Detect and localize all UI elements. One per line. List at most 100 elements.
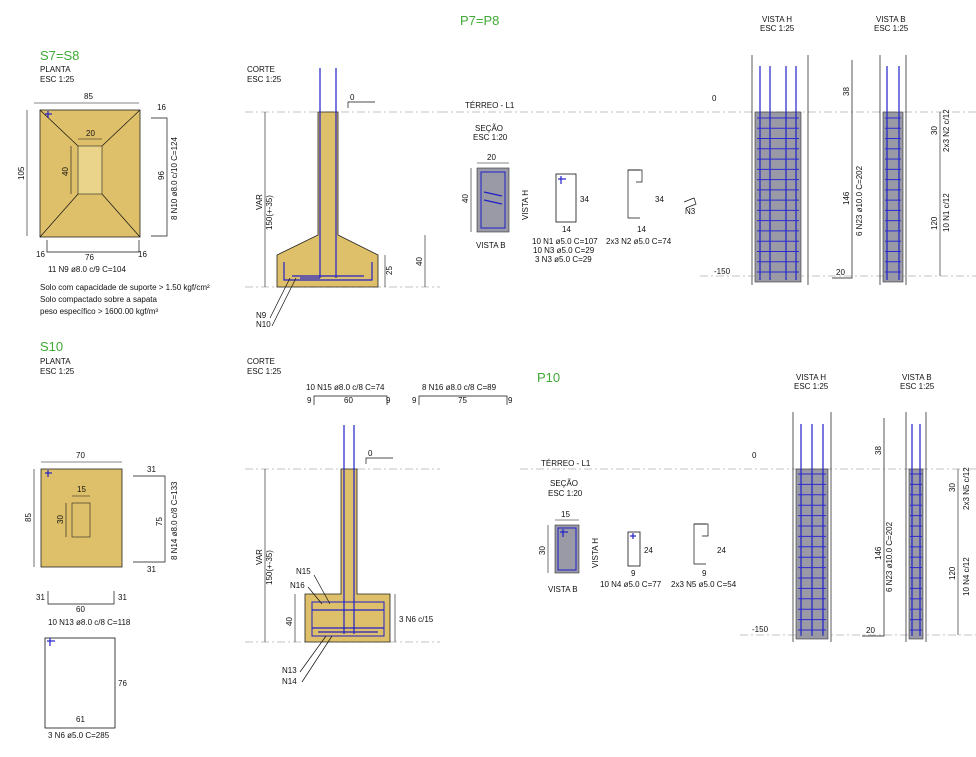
s10-dim-31a: 31 [147,465,156,474]
bar-n10-shape [151,117,168,237]
stir-list-1: 10 N1 ø5.0 C=107 [532,237,598,246]
s10-corte-label: CORTE [247,357,275,366]
p10-sec-15: 15 [561,510,570,519]
dim-16-a: 16 [157,103,166,112]
p10-stir-9b: 9 [702,569,707,578]
s10-footing-plan [40,468,123,568]
n15-label: N15 [296,567,311,576]
var-label: VAR [255,194,264,210]
s10-dim-61: 61 [76,715,85,724]
p10-stir-24a: 24 [644,546,653,555]
level-zero: 0 [350,93,355,102]
n16-top-label: 8 N16 ø8.0 c/8 C=89 [422,383,497,392]
terreo-label: TÉRREO - L1 [465,101,515,110]
n15-d9b: 9 [386,396,391,405]
n15-d9a: 9 [307,396,312,405]
n15-shape [313,395,388,405]
dim-96: 96 [157,171,166,180]
n15-top-label: 10 N15 ø8.0 c/8 C=74 [306,383,385,392]
vb-dim-146: 146 [842,191,851,205]
n16-d9c: 9 [412,396,417,405]
corte-scale: ESC 1:25 [247,75,282,84]
s10-dim-85: 85 [24,513,33,522]
p10-vista-b-side: VISTA B [548,585,578,594]
p10-pillar-vista-h [795,424,829,640]
p10-secao-scale: ESC 1:20 [548,489,583,498]
n16-label: N16 [290,581,305,590]
planta-label: PLANTA [40,65,71,74]
s10-footing-section [304,425,391,643]
leader-n16 [307,586,323,605]
dim-20: 20 [86,129,95,138]
stir-list-2: 10 N3 ø5.0 C=29 [533,246,595,255]
p10-dim-146: 146 [874,546,883,560]
pillar-section [476,167,510,233]
p10-n23-bar-shape [862,418,885,637]
n5-side-label: 2x3 N5 c/12 [962,467,971,510]
vista-h-title: VISTA H [762,15,792,24]
dim-76: 76 [85,253,94,262]
bar-n6-label: 3 N6 ø5.0 C=285 [48,731,110,740]
bar-n14-label: 8 N14 ø8.0 c/8 C=133 [170,481,179,560]
s10-dim-76: 76 [118,679,127,688]
p10-dim-20: 20 [866,626,875,635]
vista-b-side: VISTA B [476,241,506,250]
n13-label: N13 [282,666,297,675]
leader-n15 [313,574,331,605]
secao-scale: ESC 1:20 [473,133,508,142]
n2-side-label: 2x3 N2 c/12 [942,109,951,152]
p10-stir-9a: 9 [631,569,636,578]
vista-b-scale: ESC 1:25 [874,24,909,33]
stir-n5-label: 2x3 N5 ø5.0 C=54 [671,580,737,589]
vista-b-title: VISTA B [876,15,906,24]
bar-n13-shape [47,591,115,605]
leader-n10 [271,277,297,327]
dim-25: 25 [385,266,394,275]
p10-dim-38: 38 [874,446,883,455]
footing-section [276,68,379,288]
stirrup-n3 [683,197,697,209]
p10-sec-30: 30 [538,546,547,555]
stirrup-n2-hook [628,169,643,183]
stir-14a: 14 [562,225,571,234]
bar-n10-label: 8 N10 ø8.0 c/10 C=124 [170,137,179,220]
n16-d75: 75 [458,396,467,405]
s10-title: S10 [40,339,63,354]
n16-shape [418,395,508,405]
soil-note-3: peso específico > 1600.00 kgf/m³ [40,307,158,316]
stirrup-n1 [555,173,577,223]
s10-var-label: VAR [255,549,264,565]
vb-dim-20: 20 [836,268,845,277]
n6-side-label: 3 N6 c/15 [399,615,434,624]
vb-dim-38: 38 [842,87,851,96]
dim-40b: 40 [415,257,424,266]
p10-pillar-section [554,524,580,574]
s10-dim-30: 30 [56,515,65,524]
stirrup-n5 [693,523,706,565]
stirrup-n2 [627,169,640,219]
dim-105: 105 [17,166,26,180]
sec-40: 40 [461,194,470,203]
bar-n13-label: 10 N13 ø8.0 c/8 C=118 [48,618,131,627]
p10-vista-b-scale: ESC 1:25 [900,382,935,391]
s10-dim-70: 70 [76,451,85,460]
n15-d60: 60 [344,396,353,405]
n23-label: 6 N23 ø10.0 C=202 [855,165,864,236]
stirrup-n4 [627,531,641,567]
level-marker [347,101,375,108]
pilar-title: P7=P8 [460,13,499,28]
var-range: 150(+-35) [265,195,274,230]
stir-14b: 14 [637,225,646,234]
n1-side-label: 10 N1 c/12 [942,193,951,232]
bar-n9-label: 11 N9 ø8.0 c/9 C=104 [48,265,126,274]
n16-d9d: 9 [508,396,513,405]
n9-label: N9 [256,311,267,320]
dim-85: 85 [84,92,93,101]
s10-planta-label: PLANTA [40,357,71,366]
vb-dim-30: 30 [930,126,939,135]
s10-dim-75: 75 [155,517,164,526]
secao-label: SEÇÃO [475,124,503,133]
leader-n13 [299,635,327,673]
sec-20: 20 [487,153,496,162]
